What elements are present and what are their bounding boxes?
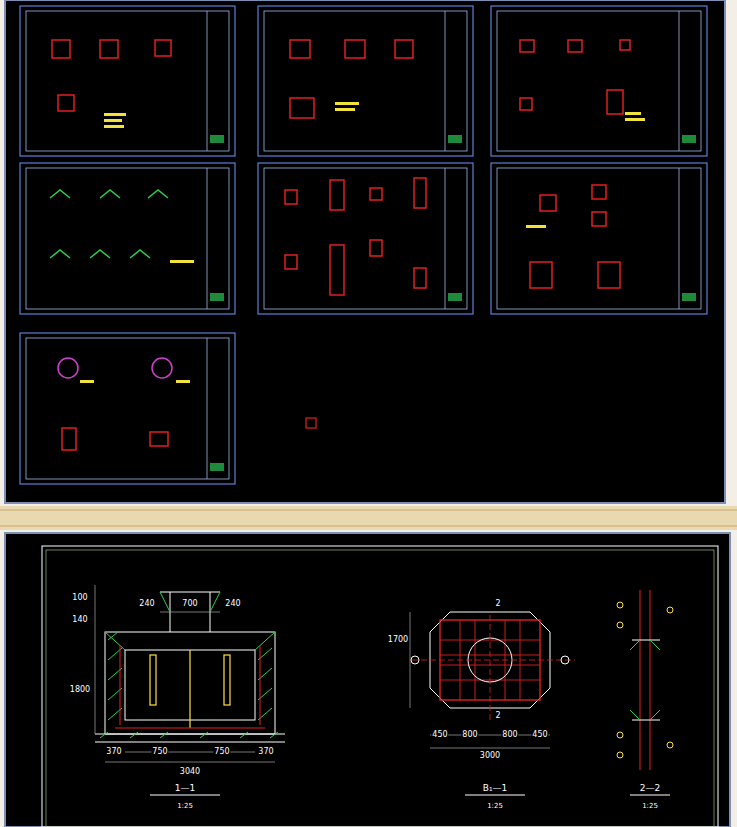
dimension: 1800 [69,686,91,694]
section-title: 2—2 [639,784,661,793]
dimension: 370 [257,748,274,756]
scale-label: 1:25 [176,803,194,810]
dimension: 240 [138,600,155,608]
dimension: 1700 [387,636,409,644]
dimension: 3000 [479,752,501,760]
dimension: 450 [531,731,548,739]
dimension: 800 [461,731,478,739]
scale-label: 1:25 [486,803,504,810]
section-marker: 2 [494,712,501,720]
section-title: 1—1 [174,784,196,793]
scale-label: 1:25 [641,803,659,810]
dimension: 370 [105,748,122,756]
dimension: 750 [151,748,168,756]
dimension: 800 [501,731,518,739]
section-marker: 2 [494,600,501,608]
dimension: 450 [431,731,448,739]
dimension: 100 [71,594,88,602]
dimension: 700 [181,600,198,608]
dimension: 140 [71,616,88,624]
dimension: 750 [213,748,230,756]
dimension: 240 [224,600,241,608]
section-title: B₁—1 [482,784,509,793]
dimension: 3040 [179,768,201,776]
